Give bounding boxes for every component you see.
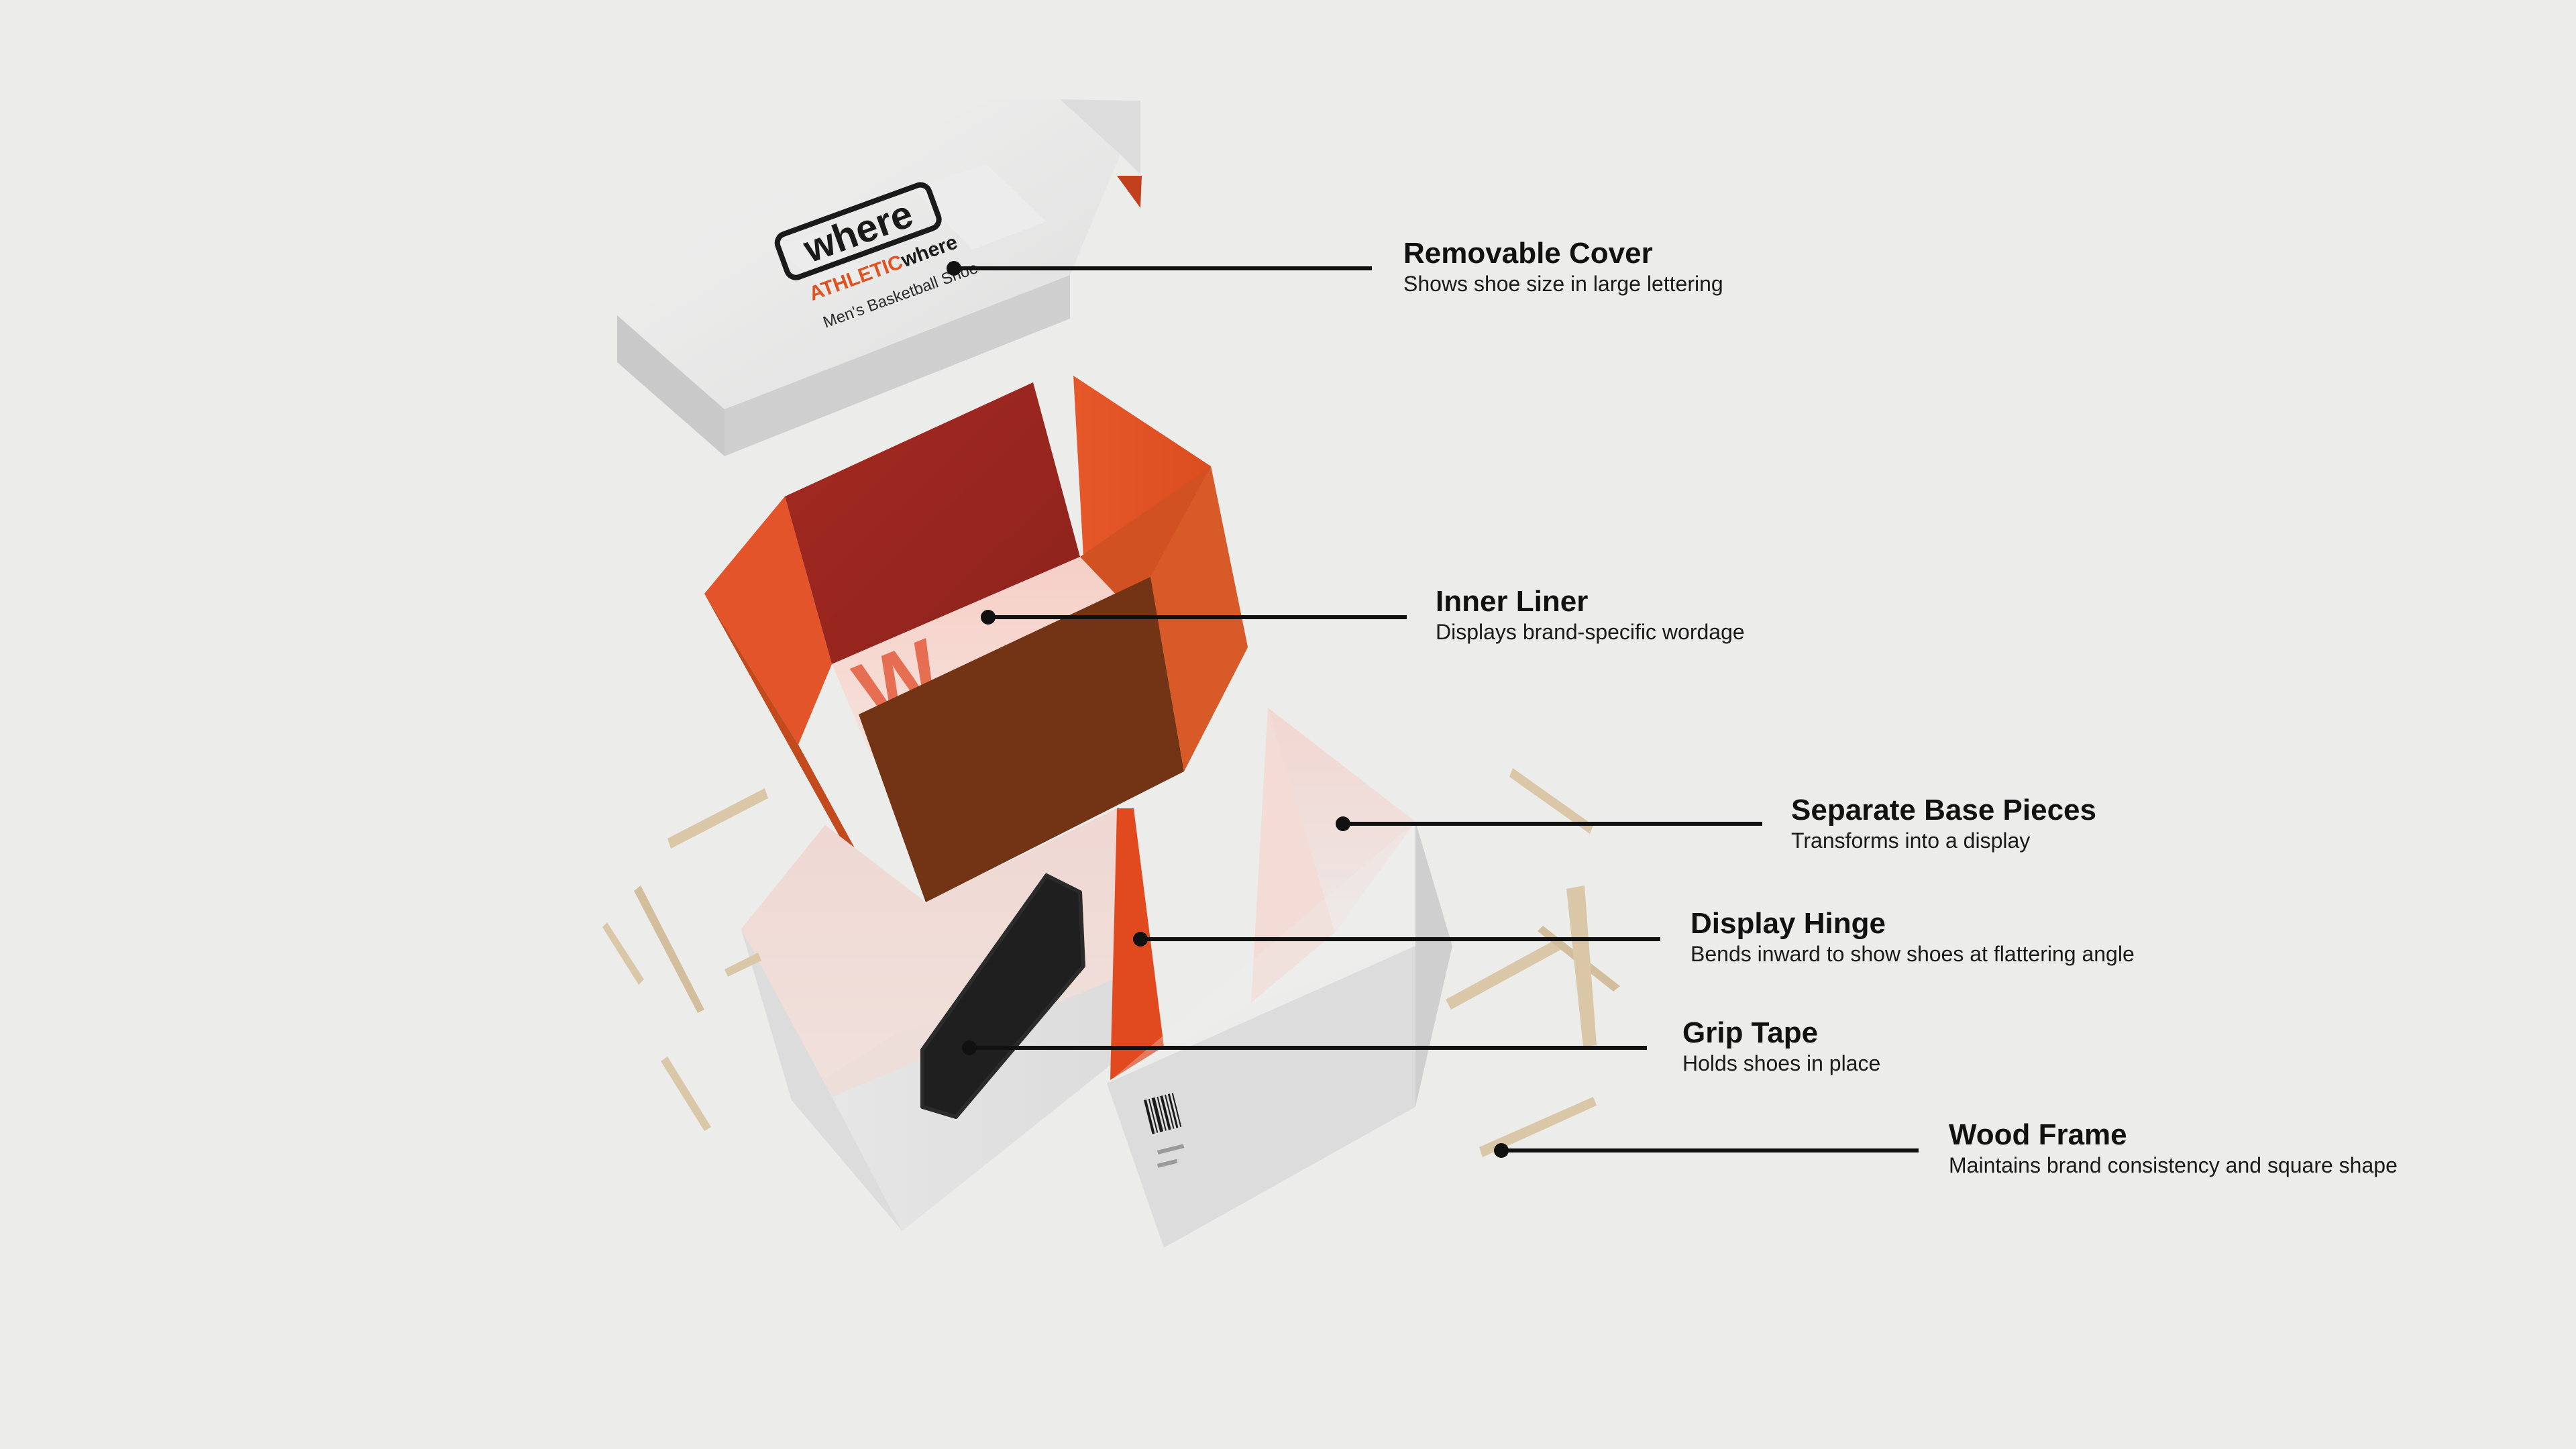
callout-grip-tape: Grip Tape Holds shoes in place [1682,1016,1880,1077]
leader-dot-separate-base-pieces [1336,816,1350,831]
grip-tape [922,875,1083,1117]
callout-desc: Maintains brand consistency and square s… [1949,1153,2398,1177]
inner-liner-part: W [704,376,1248,902]
callout-desc: Transforms into a display [1791,828,2031,853]
right-base-side-face [1415,822,1452,1107]
cover-left-side [617,315,724,456]
leader-lines [947,261,1919,1158]
left-base-left-face [741,929,902,1231]
callout-desc: Bends inward to show shoes at flattering… [1690,942,2135,966]
liner-left-wall [704,496,832,745]
callout-title: Display Hinge [1690,907,1886,940]
liner-front-wall [859,577,1184,902]
callout-wood-frame: Wood Frame Maintains brand consistency a… [1949,1118,2398,1179]
callout-title: Separate Base Pieces [1791,794,2096,826]
callout-inner-liner: Inner Liner Displays brand-specific word… [1436,585,1745,645]
cover-orange-tab [1117,176,1142,208]
right-base-front-face [1107,946,1415,1248]
callout-desc: Holds shoes in place [1682,1051,1881,1075]
callout-title: Grip Tape [1682,1016,1819,1049]
callout-separate-base-pieces: Separate Base Pieces Transforms into a d… [1791,794,2096,854]
callout-title: Wood Frame [1949,1118,2127,1151]
wood-frame-parts [602,768,1620,1157]
callout-title: Removable Cover [1403,237,1653,270]
right-base-part [1107,708,1452,1248]
removable-cover-part: where ATHLETICwhere Men's Basketball Sho… [617,99,1142,456]
callout-removable-cover: Removable Cover Shows shoe size in large… [1403,237,1723,297]
leader-dot-wood-frame [1494,1143,1509,1158]
liner-back-wall [785,382,1080,664]
barcode [1144,1093,1182,1134]
leader-dot-display-hinge [1133,932,1148,947]
leader-dot-inner-liner [981,610,996,625]
callout-desc: Displays brand-specific wordage [1436,620,1745,644]
callout-desc: Shows shoe size in large lettering [1403,272,1723,296]
callout-title: Inner Liner [1436,585,1589,618]
left-base-front-face [832,979,1117,1231]
left-base-part [741,808,1117,1231]
cover-front-side [724,275,1070,456]
leader-dot-removable-cover [947,261,961,276]
callout-display-hinge: Display Hinge Bends inward to show shoes… [1690,907,2135,967]
leader-dot-grip-tape [962,1040,977,1055]
